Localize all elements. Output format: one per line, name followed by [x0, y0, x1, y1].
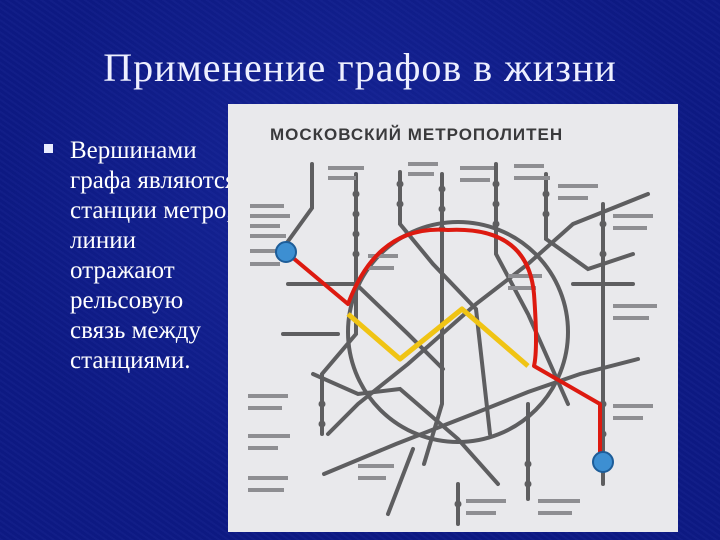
map-heading: МОСКОВСКИЙ МЕТРОПОЛИТЕН	[270, 125, 563, 144]
metro-map: МОСКОВСКИЙ МЕТРОПОЛИТЕН	[228, 104, 678, 532]
red-route-line	[284, 227, 602, 456]
metro-map-graphic: МОСКОВСКИЙ МЕТРОПОЛИТЕН	[248, 125, 657, 526]
square-bullet-icon	[44, 144, 53, 153]
bullet-text: Вершинами графа являются станции метро, …	[70, 137, 237, 374]
end-vertex	[592, 451, 614, 473]
start-vertex	[275, 241, 297, 263]
slide-title: Применение графов в жизни	[103, 45, 617, 90]
metro-lines	[281, 162, 650, 526]
station-labels	[248, 162, 657, 515]
station-dots	[318, 180, 607, 508]
yellow-route-line	[346, 306, 530, 368]
